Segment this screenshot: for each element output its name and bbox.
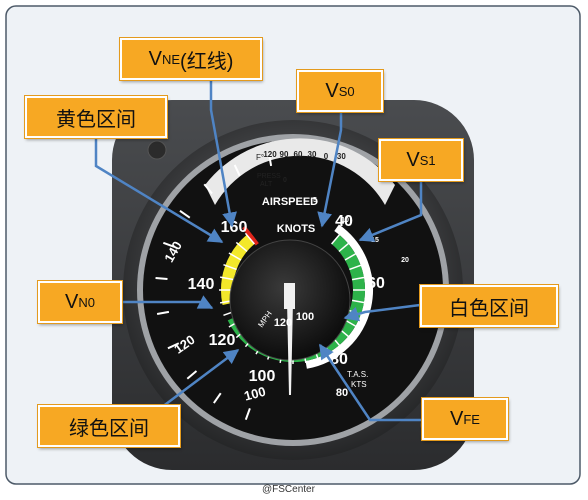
tas-window <box>205 138 395 205</box>
alt-number: 10 <box>341 217 349 224</box>
arc-tick <box>351 276 367 281</box>
mph-number-100: 100 <box>296 311 314 323</box>
alt-number: 20 <box>401 257 409 264</box>
temp-number: 120 <box>263 150 277 159</box>
kts-number-120: 120 <box>209 332 236 349</box>
kts-number-100: 100 <box>249 368 276 385</box>
kts-number-80: 80 <box>330 351 348 368</box>
arc-tick <box>349 263 363 271</box>
outer-tick <box>203 183 213 195</box>
pointer-vs0 <box>317 112 343 228</box>
center-marker <box>284 283 295 309</box>
face-title: AIRSPEED <box>262 196 318 208</box>
airspeed-needle <box>287 300 293 395</box>
pointer-vne <box>209 80 237 228</box>
arc-tick <box>338 241 351 253</box>
tas-label: T.A.S. <box>347 370 368 379</box>
pointer-yellow <box>94 137 224 244</box>
temp-number: 0 <box>324 152 329 161</box>
alt-number: 15 <box>371 237 379 244</box>
face-unit: KNOTS <box>277 223 316 235</box>
callout-yellow-arc: 黄色区间 <box>25 96 167 138</box>
outer-tick <box>186 370 198 380</box>
outer-tick <box>156 310 170 315</box>
kts-number-40: 40 <box>335 213 353 230</box>
arc-tick <box>244 232 256 245</box>
pointer-vfe <box>318 343 423 422</box>
callout-white-arc: 白色区间 <box>420 285 558 327</box>
mph-number-120: 120 <box>274 317 292 329</box>
red-line <box>242 225 259 246</box>
outer-tick <box>155 276 168 281</box>
temp-number: 30 <box>308 150 317 159</box>
arc-tick <box>330 232 342 245</box>
mph-number-80: 80 <box>336 387 348 399</box>
arc-tick <box>235 241 248 253</box>
temp-label: F° <box>256 153 264 162</box>
arc-tick <box>344 252 358 261</box>
outer-tick <box>233 164 241 177</box>
arc-tick <box>228 252 242 261</box>
outer-tick <box>213 392 222 404</box>
alt-number: 5 <box>313 197 317 204</box>
outer-tick-marks <box>155 153 273 421</box>
arc-tick <box>223 263 237 271</box>
pointer-white <box>343 303 421 322</box>
temp-number: 60 <box>294 150 303 159</box>
temp-number: 90 <box>280 150 289 159</box>
tas-unit: KTS <box>351 380 367 389</box>
alt-number: 0 <box>283 177 287 184</box>
pointer-vs1 <box>358 180 423 242</box>
outer-tick <box>167 342 180 350</box>
outer-tick <box>268 153 273 167</box>
screw-top-left <box>147 140 167 160</box>
outer-tick <box>244 408 251 421</box>
watermark: @FSCenter <box>262 484 315 495</box>
kts-number-60: 60 <box>367 275 385 292</box>
temp-number: -30 <box>334 152 346 161</box>
callout-green-arc: 绿色区间 <box>38 405 180 447</box>
outer-tick <box>179 210 191 219</box>
arc-tick <box>219 276 235 281</box>
kts-number-140: 140 <box>188 276 215 293</box>
outer-number-100: 100 <box>242 384 267 404</box>
arc-tick <box>351 299 367 304</box>
outer-tick <box>162 241 175 248</box>
yellow-arc <box>221 234 255 305</box>
kts-number-160: 160 <box>221 219 248 236</box>
pointer-vno <box>120 295 214 310</box>
